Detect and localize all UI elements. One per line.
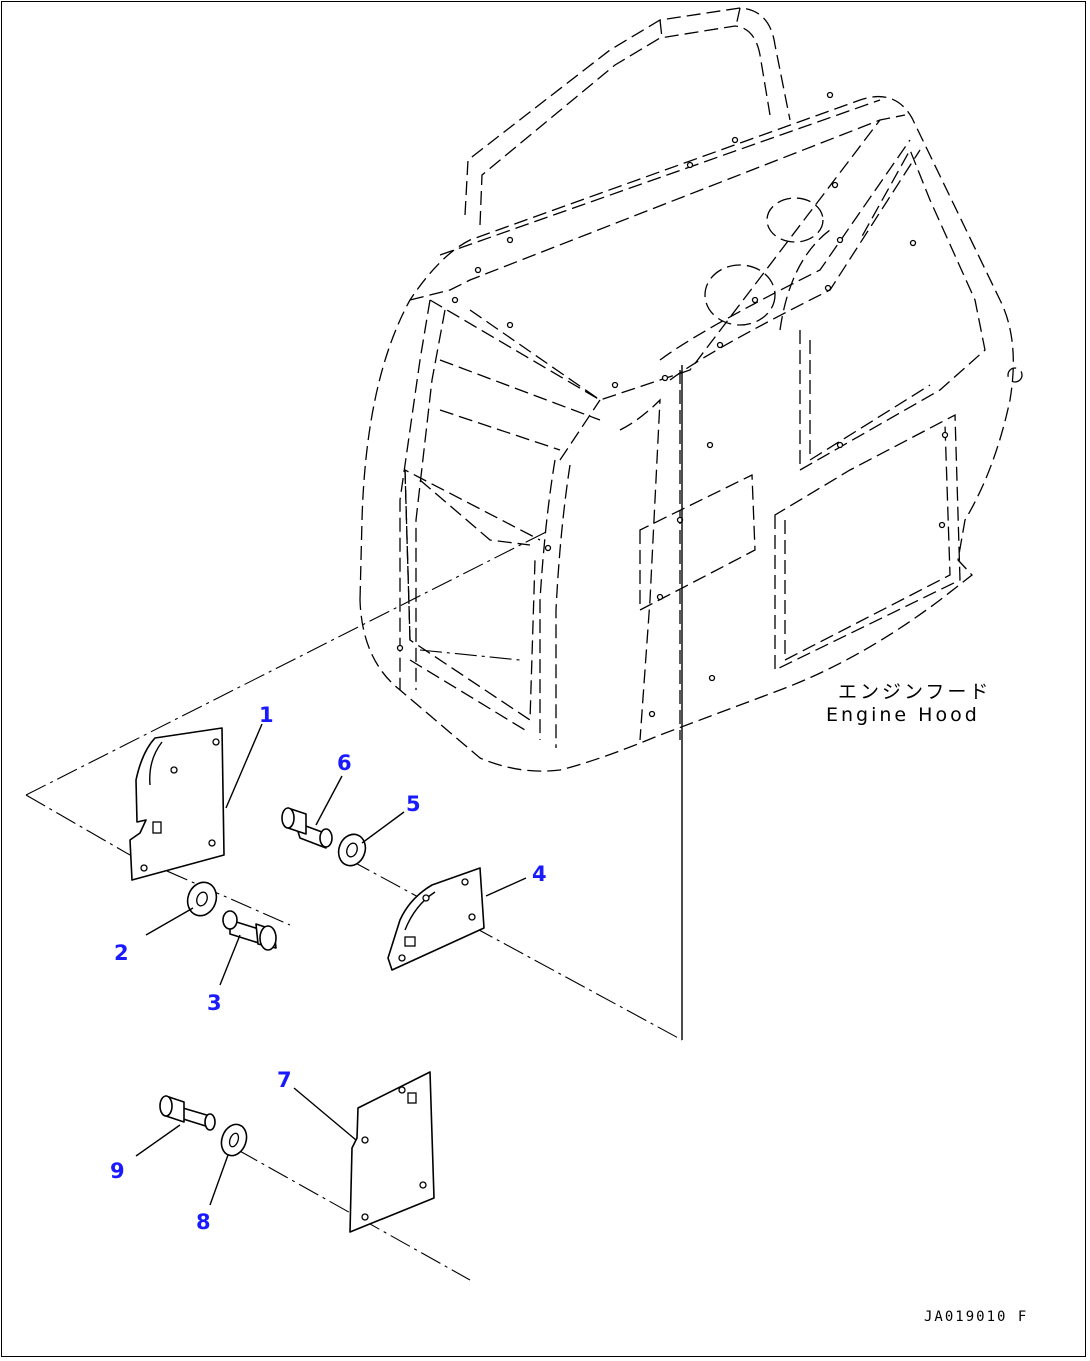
callout-1: 1: [259, 703, 274, 727]
engine-hood-label-jp: エンジンフード: [838, 681, 991, 703]
part-4-plate[interactable]: [387, 867, 485, 971]
callout-3: 3: [207, 991, 222, 1015]
part-6-bolt[interactable]: [281, 807, 333, 849]
part-8-washer[interactable]: [217, 1121, 250, 1159]
part-5-washer[interactable]: [334, 831, 369, 870]
part-2-washer[interactable]: [183, 878, 221, 920]
callout-6: 6: [337, 751, 352, 775]
callout-9: 9: [110, 1159, 125, 1183]
callout-2: 2: [114, 941, 129, 965]
engine-hood-label: エンジンフード Engine Hood: [826, 681, 991, 726]
part-9-bolt[interactable]: [159, 1095, 216, 1131]
part-1-plate[interactable]: [129, 727, 225, 881]
drawing-code: JA019010 F: [924, 1309, 1028, 1325]
part-7-plate[interactable]: [349, 1071, 435, 1233]
callout-7: 7: [277, 1068, 292, 1092]
engine-hood-label-en: Engine Hood: [826, 704, 980, 726]
leader-lines: [135, 723, 527, 1206]
callout-5: 5: [406, 792, 421, 816]
engine-hood-outline: [359, 7, 1023, 772]
callout-4: 4: [532, 862, 547, 886]
callout-labels: 1 2 3 4 5 6 7 8 9: [110, 703, 547, 1234]
part-3-bolt[interactable]: [222, 910, 277, 951]
callout-8: 8: [196, 1210, 211, 1234]
